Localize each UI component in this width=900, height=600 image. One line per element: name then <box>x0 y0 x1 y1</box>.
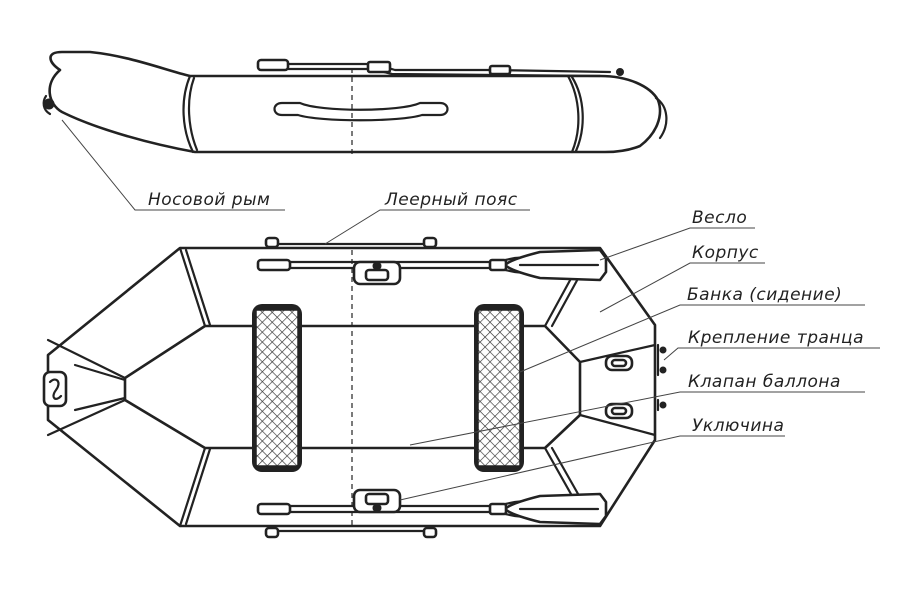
side-oar-clamp <box>366 60 392 74</box>
label-hull: Корпус <box>692 243 759 263</box>
label-safety-line: Леерный пояс <box>384 190 518 210</box>
labels: Носовой рым Леерный пояс Весло Корпус Ба… <box>148 190 864 436</box>
side-view <box>42 50 668 156</box>
label-transom-mount: Крепление транца <box>688 328 864 348</box>
leader-hull <box>599 262 765 313</box>
label-valve: Клапан баллона <box>688 372 841 392</box>
top-transom-mount-upper <box>659 346 667 354</box>
top-stern-inner-2 <box>578 413 657 437</box>
label-nose-ring: Носовой рым <box>148 190 270 210</box>
top-view <box>42 236 667 539</box>
side-oar-handle <box>256 58 290 72</box>
label-seat: Банка (сидение) <box>687 285 842 305</box>
leader-oar <box>599 227 755 261</box>
top-safety-line-top-left-fix <box>264 236 280 249</box>
leader-oarlock <box>399 435 785 501</box>
top-oarlock-lower <box>352 488 402 514</box>
top-safety-line-bottom-right-fix <box>422 526 438 539</box>
side-oar-tip <box>616 68 624 76</box>
label-oar: Весло <box>692 208 747 228</box>
top-bow-seam-top-2 <box>184 248 212 327</box>
side-stern-seam-2 <box>570 75 584 153</box>
top-oar-lower <box>256 492 608 526</box>
top-transom-mount-lower <box>659 401 667 409</box>
top-bow-diag-3 <box>73 363 127 382</box>
side-carry-handle <box>273 101 449 122</box>
leader-nose-ring <box>61 119 285 211</box>
leader-safety-line <box>324 209 530 245</box>
top-oar-lower-handle <box>256 502 292 516</box>
leader-transom <box>663 347 880 361</box>
side-tube <box>48 50 662 154</box>
side-bow-seam <box>182 74 195 154</box>
top-bow-seam-bottom-2 <box>184 447 212 526</box>
leader-lines <box>61 119 880 501</box>
top-bow-diag-4 <box>73 396 127 412</box>
side-oar-shaft <box>286 62 612 74</box>
top-seat-rear <box>474 304 524 472</box>
top-oar-upper-handle <box>256 258 292 272</box>
label-oarlock: Уключина <box>692 416 784 436</box>
top-valve-upper <box>604 354 634 372</box>
side-stern-seam <box>566 74 580 154</box>
side-stern-cap <box>654 96 668 140</box>
side-nose-ring-loop <box>42 94 52 116</box>
top-nose-ring-glyph <box>48 378 63 400</box>
side-bow-seam-2 <box>187 76 199 152</box>
top-seat-front <box>252 304 302 472</box>
top-safety-line-bottom-left-fix <box>264 526 280 539</box>
leader-seat <box>519 304 865 373</box>
side-oar-collar <box>488 64 512 76</box>
top-nose-ring <box>42 370 68 408</box>
top-bow-diag-2 <box>46 398 127 437</box>
top-oarlock-upper <box>352 260 402 286</box>
leader-valve <box>409 391 865 446</box>
top-bow-seam-bottom <box>178 446 207 528</box>
top-transom-mount-upper-2 <box>659 366 667 374</box>
top-bow-seam-top <box>178 246 207 328</box>
top-safety-line-top-right-fix <box>422 236 438 249</box>
top-bow-diag-1 <box>46 338 127 380</box>
top-oar-upper <box>256 248 608 282</box>
top-stern-inner-1 <box>578 343 657 364</box>
